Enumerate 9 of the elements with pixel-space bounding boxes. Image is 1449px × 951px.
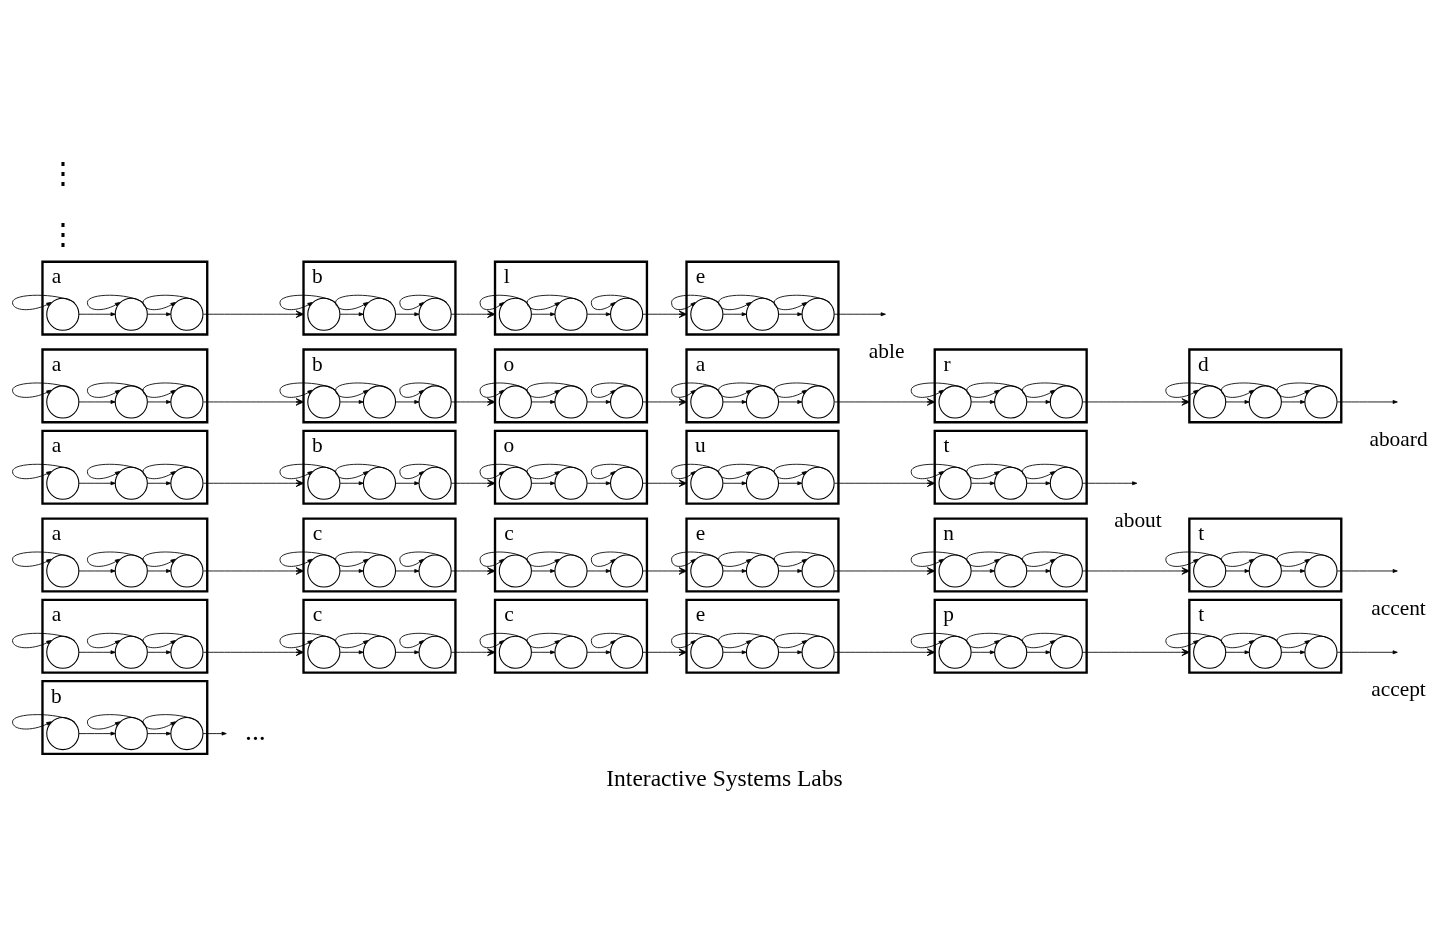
node-label: aboard <box>1369 426 1428 451</box>
caption: Interactive Systems Labs <box>606 764 843 791</box>
label: ⋮ <box>47 216 78 250</box>
node-label: about <box>1114 508 1162 533</box>
label: ⋮ <box>47 155 78 189</box>
node-label: able <box>868 339 905 364</box>
node-label: accept <box>1371 677 1426 702</box>
node-label: accent <box>1371 595 1426 620</box>
node-text: ... <box>244 715 266 747</box>
